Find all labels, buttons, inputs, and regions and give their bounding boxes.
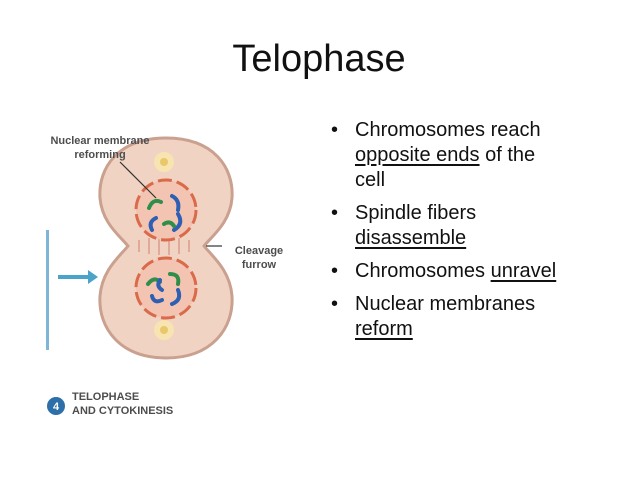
- neighbor-cell-edge: [46, 230, 49, 350]
- bullet-text: cell: [355, 169, 386, 191]
- bullet-list: • Chromosomes reach opposite ends of the…: [331, 118, 631, 350]
- nucleus-bottom: [134, 256, 198, 320]
- bullet-dot: •: [331, 260, 339, 282]
- nuclear-membrane-label: Nuclear membrane: [50, 135, 149, 147]
- cleavage-furrow-label-line2: furrow: [242, 259, 277, 271]
- cleavage-furrow-label: Cleavage: [235, 245, 283, 257]
- stage-badge: 4: [47, 397, 65, 415]
- underlined-term: opposite ends: [355, 144, 480, 166]
- bullet-dot: •: [331, 293, 339, 315]
- stage-subtitle: AND CYTOKINESIS: [72, 405, 173, 417]
- underlined-term: disassemble: [355, 227, 467, 249]
- nuclear-membrane-label-line2: reforming: [74, 149, 125, 161]
- bullet-dot: •: [331, 119, 339, 141]
- nuclear-membrane-pointer: [119, 161, 157, 199]
- bullet-dot: •: [331, 202, 339, 224]
- telophase-diagram: Nuclear membrane reforming Cleavage furr…: [44, 118, 304, 428]
- stage-number: 4: [53, 401, 60, 413]
- bullet-text: Chromosomes: [355, 260, 491, 282]
- bullet-text: Nuclear membranes: [355, 293, 536, 315]
- cell-illustration: Nuclear membrane reforming Cleavage furr…: [46, 135, 283, 417]
- centrosome-bottom: [154, 320, 174, 340]
- underlined-term: unravel: [490, 260, 557, 282]
- stage-title: TELOPHASE: [72, 391, 139, 403]
- bullet-item: • Chromosomes reach opposite ends of the…: [331, 118, 631, 193]
- bullet-text: of the: [479, 144, 536, 166]
- bullet-item: • Nuclear membranes reform: [331, 292, 631, 342]
- nucleus-top: [134, 178, 198, 242]
- underlined-term: reform: [355, 318, 413, 340]
- bullet-item: • Chromosomes unravel: [331, 259, 631, 284]
- bullet-text: Spindle fibers: [355, 202, 477, 224]
- dividing-cell: [98, 136, 234, 360]
- bullet-text: Chromosomes reach: [355, 119, 541, 141]
- page-title: Telophase: [232, 38, 406, 80]
- centrosome-top: [154, 152, 174, 172]
- bullet-item: • Spindle fibers disassemble: [331, 201, 631, 251]
- arrow-right-icon: [58, 270, 98, 284]
